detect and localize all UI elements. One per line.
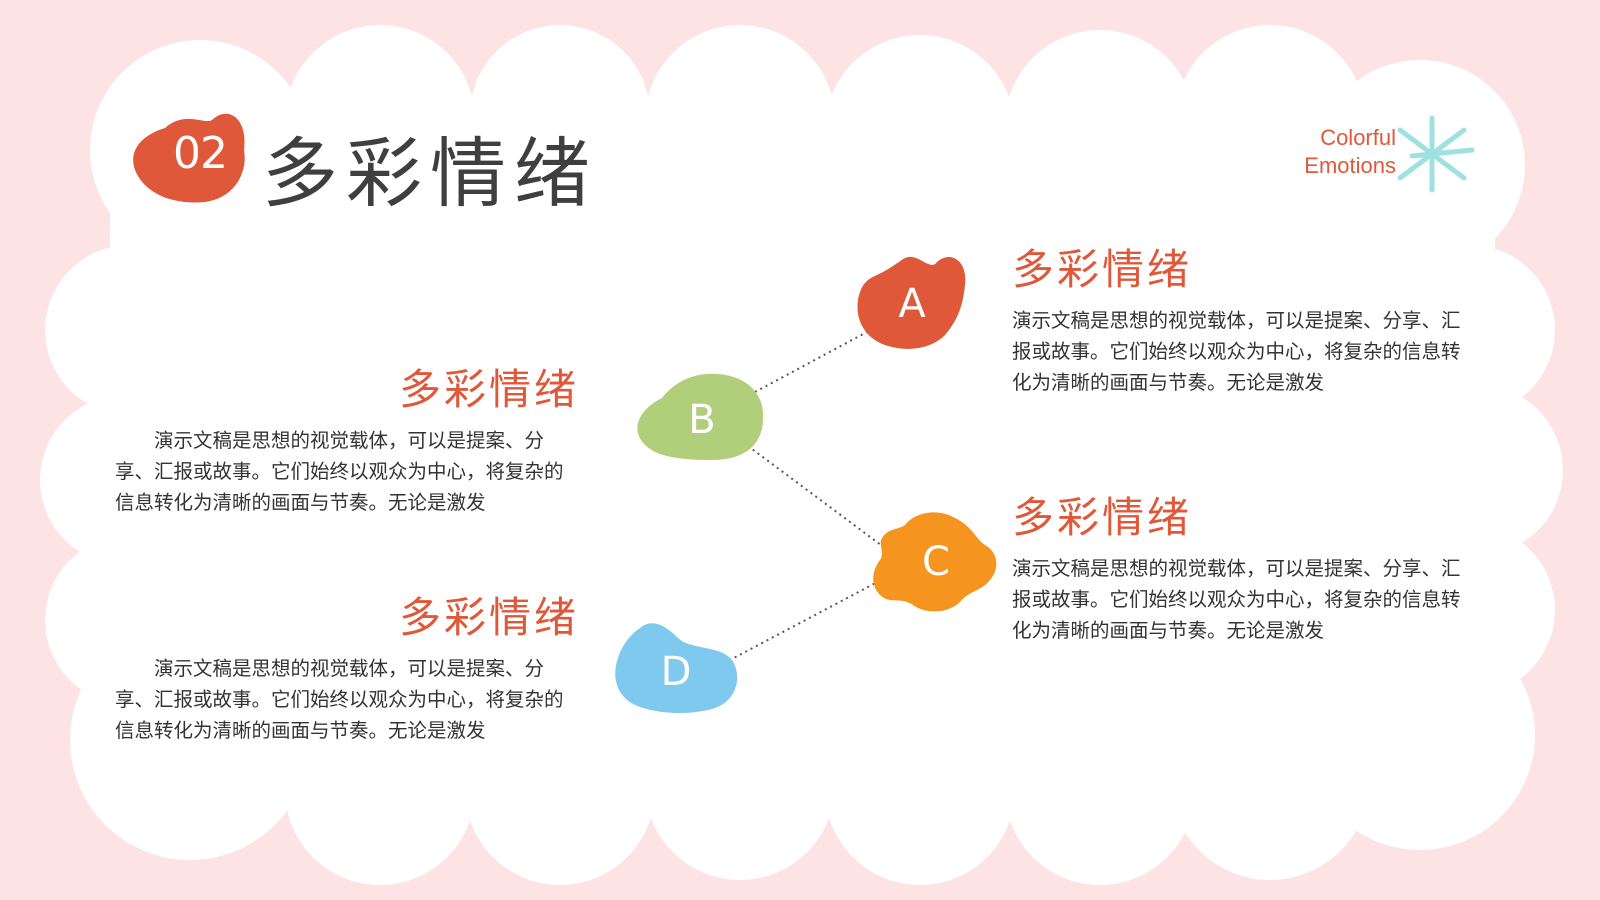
- item-b: 多彩情绪 演示文稿是思想的视觉载体，可以是提案、分享、汇报或故事。它们始终以观众…: [115, 356, 579, 518]
- asterisk-star-icon: [1397, 115, 1475, 193]
- node-b-letter: B: [688, 397, 716, 443]
- english-title-line-1: Colorful: [1320, 125, 1396, 150]
- english-title: Colorful Emotions: [1240, 124, 1396, 180]
- page-title: 多彩情绪: [262, 129, 598, 218]
- node-b-blob: [637, 373, 764, 460]
- node-d-blob: [615, 623, 738, 714]
- item-c: 多彩情绪 演示文稿是思想的视觉载体，可以是提案、分享、汇报或故事。它们始终以观众…: [1012, 484, 1476, 646]
- item-a-heading: 多彩情绪: [1012, 245, 1193, 294]
- node-c-letter: C: [922, 539, 950, 585]
- section-badge-blob: [133, 113, 245, 203]
- item-d-heading: 多彩情绪: [398, 593, 579, 642]
- connector-b-c: [747, 445, 886, 549]
- item-d: 多彩情绪 演示文稿是思想的视觉载体，可以是提案、分享、汇报或故事。它们始终以观众…: [115, 584, 579, 746]
- item-d-body: 演示文稿是思想的视觉载体，可以是提案、分享、汇报或故事。它们始终以观众为中心，将…: [115, 657, 564, 742]
- item-b-body: 演示文稿是思想的视觉载体，可以是提案、分享、汇报或故事。它们始终以观众为中心，将…: [115, 429, 564, 514]
- node-d-letter: D: [660, 649, 692, 695]
- node-c-blob: [873, 512, 997, 612]
- item-c-body: 演示文稿是思想的视觉载体，可以是提案、分享、汇报或故事。它们始终以观众为中心，将…: [1012, 557, 1461, 642]
- english-title-line-2: Emotions: [1304, 153, 1396, 178]
- section-number: 02: [173, 128, 228, 179]
- item-a-body: 演示文稿是思想的视觉载体，可以是提案、分享、汇报或故事。它们始终以观众为中心，将…: [1012, 309, 1461, 394]
- item-a: 多彩情绪 演示文稿是思想的视觉载体，可以是提案、分享、汇报或故事。它们始终以观众…: [1012, 236, 1476, 398]
- connector-lines: [729, 324, 886, 661]
- node-a-blob: [857, 256, 966, 349]
- node-a-letter: A: [898, 281, 926, 327]
- item-c-heading: 多彩情绪: [1012, 493, 1193, 542]
- item-b-heading: 多彩情绪: [398, 365, 579, 414]
